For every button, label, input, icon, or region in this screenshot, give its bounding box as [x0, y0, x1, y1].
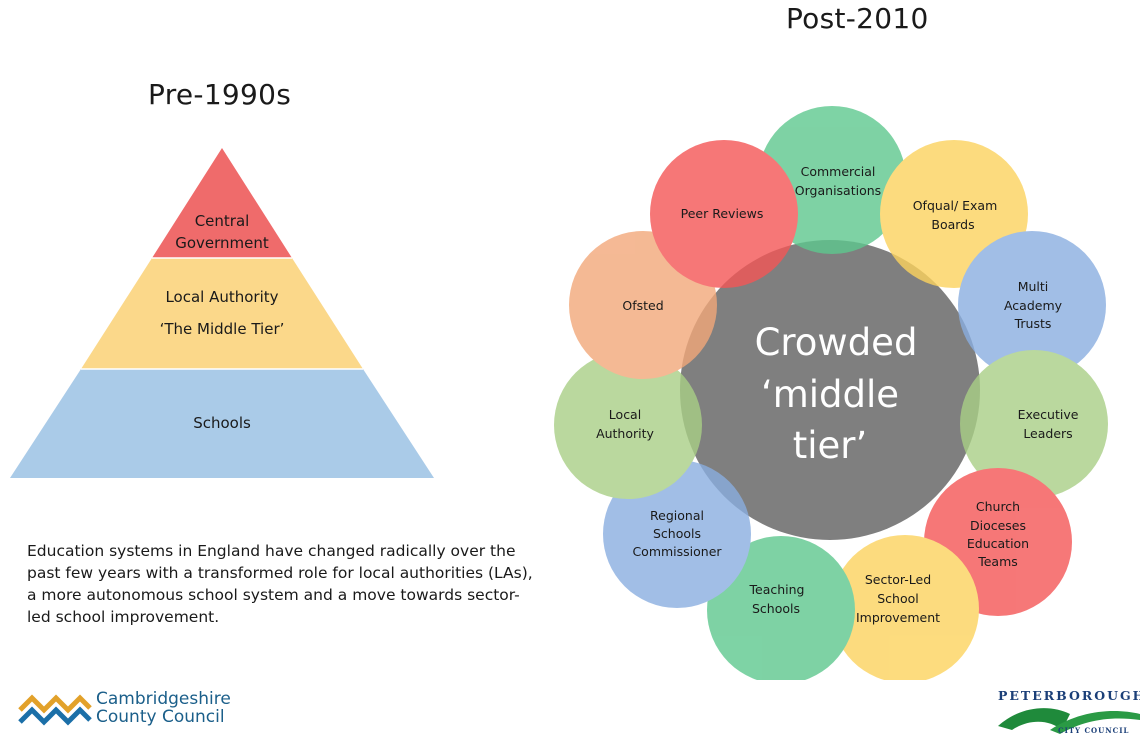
ofsted-label: Ofsted	[622, 298, 663, 313]
circle-executive-leaders	[960, 350, 1108, 498]
sector-led-label-1: Sector-Led	[865, 572, 931, 587]
center-label-3: tier’	[793, 424, 868, 467]
circle-multi-academy-trusts	[958, 231, 1106, 379]
pyramid-tier-central-government	[152, 148, 292, 258]
church-label-2: Dioceses	[970, 518, 1026, 533]
schools-label: Schools	[193, 414, 251, 432]
multi-academy-label-3: Trusts	[1014, 316, 1052, 331]
sector-led-label-3: Improvement	[856, 610, 940, 625]
circle-teaching-schools	[707, 536, 855, 680]
teaching-label-2: Schools	[752, 601, 800, 616]
cambridgeshire-name-line2: County Council	[96, 707, 225, 727]
circle-peer-reviews	[650, 140, 798, 288]
middle-tier-label: ‘The Middle Tier’	[160, 320, 285, 338]
pre-1990s-title: Pre-1990s	[148, 78, 292, 111]
sector-led-label-2: School	[877, 591, 919, 606]
center-circle	[680, 240, 980, 540]
peterborough-swoosh-icon	[998, 708, 1140, 734]
post-2010-title: Post-2010	[786, 2, 929, 35]
local-authority-circle-label-1: Local	[609, 407, 641, 422]
ofqual-label-2: Boards	[931, 217, 974, 232]
regional-label-2: Schools	[653, 526, 701, 541]
central-government-label-1: Central	[195, 212, 250, 230]
pyramid-tier-local-authority	[81, 258, 363, 369]
central-government-label-2: Government	[175, 234, 269, 252]
peterborough-sub: CITY COUNCIL	[1058, 726, 1130, 735]
multi-academy-label-2: Academy	[1004, 298, 1063, 313]
commercial-label-2: Organisations	[795, 183, 881, 198]
regional-label-1: Regional	[650, 508, 704, 523]
commercial-label-1: Commercial	[801, 164, 876, 179]
pyramid-diagram: Central Government Local Authority ‘The …	[10, 148, 434, 478]
peterborough-logo: PETERBOROUGH CITY COUNCIL	[990, 688, 1140, 735]
circle-local-authority	[554, 351, 702, 499]
church-label-3: Education	[967, 536, 1029, 551]
pyramid-tier-schools	[10, 369, 434, 478]
center-label-2: ‘middle	[761, 373, 899, 416]
cambridgeshire-wave-icon	[18, 694, 92, 726]
executive-label-1: Executive	[1018, 407, 1079, 422]
local-authority-label-1: Local Authority	[165, 288, 278, 306]
local-authority-circle-label-2: Authority	[596, 426, 654, 441]
teaching-label-1: Teaching	[749, 582, 805, 597]
center-label-1: Crowded	[755, 321, 918, 364]
regional-label-3: Commissioner	[632, 544, 722, 559]
description-paragraph: Education systems in England have change…	[27, 542, 533, 626]
church-label-1: Church	[976, 499, 1020, 514]
ofqual-label-1: Ofqual/ Exam	[913, 198, 998, 213]
executive-label-2: Leaders	[1023, 426, 1072, 441]
circle-sector-led-improvement	[831, 535, 979, 680]
crowded-middle-tier-diagram: Crowded ‘middle tier’ Commercial Organis…	[554, 106, 1108, 680]
multi-academy-label-1: Multi	[1018, 279, 1049, 294]
church-label-4: Teams	[977, 554, 1018, 569]
cambridgeshire-name-line1: Cambridgeshire	[96, 689, 231, 709]
peterborough-name: PETERBOROUGH	[998, 688, 1140, 703]
peer-reviews-label: Peer Reviews	[681, 206, 764, 221]
